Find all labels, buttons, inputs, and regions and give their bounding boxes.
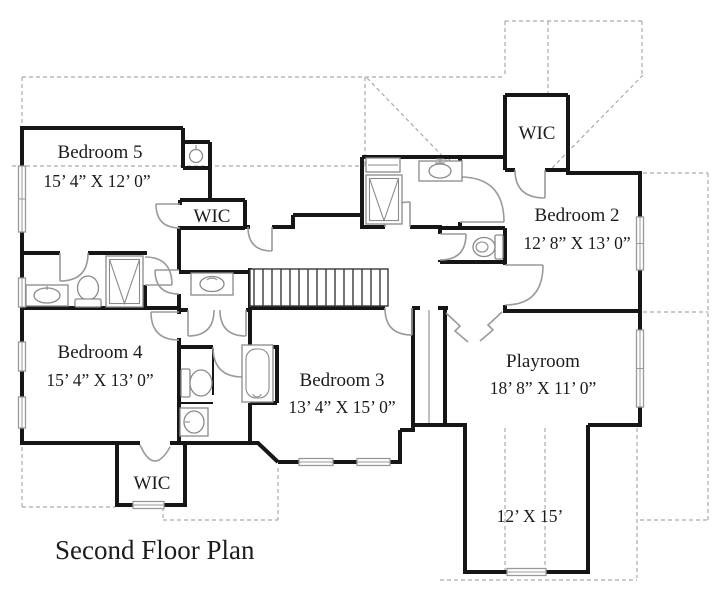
fixtures: [25, 145, 504, 437]
room-name: Bedroom 3: [300, 370, 385, 391]
sink-icon: [188, 145, 204, 164]
room-label-wic-bottom-left: WIC: [134, 473, 171, 494]
room-dims: 12’ X 15’: [497, 506, 564, 526]
room-label-wic-top-left: WIC: [194, 206, 231, 227]
room-label-bedroom5: Bedroom 5 15’ 4” X 12’ 0”: [43, 142, 150, 191]
room-dims: 12’ 8” X 13’ 0”: [523, 233, 630, 253]
stairs: [249, 268, 389, 307]
room-label-wic-top-right: WIC: [519, 123, 556, 144]
window: [356, 457, 391, 467]
window: [635, 329, 645, 408]
sink-icon: [190, 272, 234, 296]
room-name: WIC: [194, 206, 231, 227]
window: [506, 567, 547, 577]
window: [17, 396, 27, 429]
bathtub-icon: [241, 344, 274, 403]
room-dims: 15’ 4” X 13’ 0”: [46, 370, 153, 390]
room-dims: 18’ 8” X 11’ 0”: [490, 378, 597, 398]
window: [635, 216, 645, 271]
room-name: Bedroom 5: [58, 142, 143, 163]
shower-icon: [365, 174, 403, 225]
room-name: Playroom: [506, 351, 580, 372]
windows: [17, 165, 645, 577]
toilet-icon: [472, 234, 504, 260]
room-name: WIC: [134, 473, 171, 494]
window: [17, 165, 27, 233]
room-label-bedroom2: Bedroom 2 12’ 8” X 13’ 0”: [523, 205, 630, 253]
room-label-bedroom4: Bedroom 4 15’ 4” X 13’ 0”: [46, 342, 153, 390]
roof-dashed-lines: [12, 20, 709, 581]
sink-icon: [179, 407, 209, 437]
toilet-icon: [180, 368, 213, 398]
room-name: Bedroom 4: [58, 342, 143, 363]
room-name: Bedroom 2: [535, 205, 620, 226]
window: [132, 500, 165, 510]
room-label-bonus-space: 12’ X 15’: [497, 506, 564, 526]
room-dims: 13’ 4” X 15’ 0”: [288, 397, 395, 417]
window: [17, 341, 27, 372]
room-dims: 15’ 4” X 12’ 0”: [43, 171, 150, 191]
room-name: WIC: [519, 123, 556, 144]
plan-title: Second Floor Plan: [55, 535, 255, 565]
toilet-icon: [74, 275, 102, 308]
room-label-playroom: Playroom 18’ 8” X 11’ 0”: [490, 351, 597, 398]
room-label-bedroom3: Bedroom 3 13’ 4” X 15’ 0”: [288, 370, 395, 417]
window: [17, 277, 27, 308]
window: [298, 457, 334, 467]
sink-icon: [418, 158, 463, 182]
cabinet-icon: [365, 157, 401, 173]
sink-icon: [25, 284, 69, 307]
shower-icon: [105, 255, 144, 308]
